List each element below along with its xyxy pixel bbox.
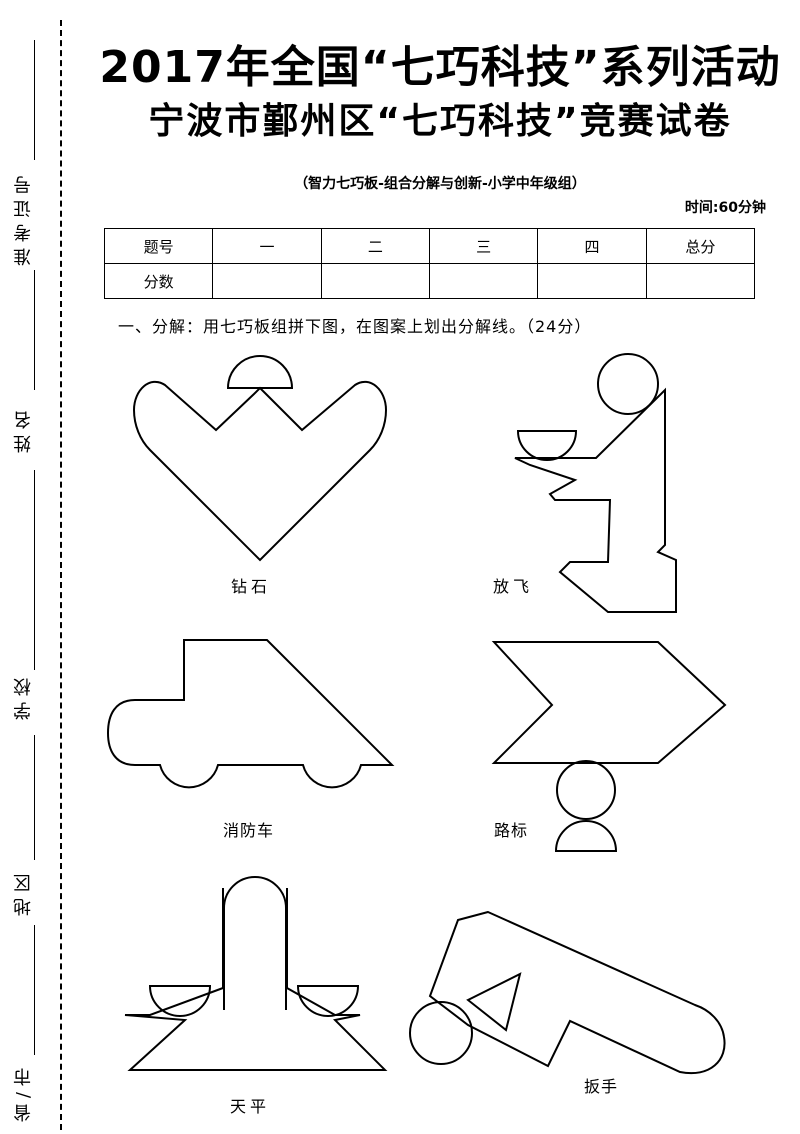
table-cell: 分数 [103, 263, 214, 299]
exam-duration: 时间:60分钟 [684, 200, 766, 216]
sidebar-write-line[interactable] [34, 925, 35, 1055]
figure-label-fire-truck: 消防车 [223, 821, 275, 840]
table-cell: 总分 [645, 228, 756, 264]
sidebar-write-line[interactable] [34, 40, 35, 160]
table-cell: 二 [320, 228, 430, 264]
sidebar-write-line[interactable] [34, 270, 35, 390]
page-title: 2017年全国“七巧科技”系列活动 [99, 42, 781, 93]
table-cell: 四 [537, 228, 647, 264]
score-table-header-row: 题号 一 二 三 四 总分 [103, 228, 756, 264]
sidebar-write-line[interactable] [34, 735, 35, 860]
score-input-cell[interactable] [212, 263, 322, 299]
binding-dashed-line [60, 20, 62, 1130]
exam-group-subtitle: （智力七巧板-组合分解与创新-小学中年级组） [294, 176, 586, 192]
figure-label-kite-flying: 放飞 [493, 577, 534, 596]
section-1-instruction: 一、分解：用七巧板组拼下图，在图案上划出分解线。（24分） [118, 317, 592, 336]
figure-label-diamond: 钻石 [231, 577, 272, 596]
figure-wrench[interactable] [409, 910, 726, 1075]
score-input-cell[interactable] [428, 263, 539, 299]
figure-label-road-sign: 路标 [494, 821, 529, 840]
score-input-cell[interactable] [645, 263, 756, 299]
figure-label-wrench: 扳手 [584, 1077, 619, 1096]
score-table: 题号 一 二 三 四 总分 分数 [103, 228, 756, 299]
figure-diamond[interactable] [132, 355, 388, 562]
score-input-cell[interactable] [320, 263, 430, 299]
figure-fire-truck[interactable] [106, 639, 395, 789]
figure-road-sign[interactable] [491, 641, 727, 852]
score-table-score-row: 分数 [103, 263, 756, 299]
figure-kite-flying[interactable] [514, 353, 677, 613]
figure-label-balance-scale: 天平 [230, 1097, 271, 1116]
page-subtitle-title: 宁波市鄞州区“七巧科技”竞赛试卷 [148, 101, 732, 142]
score-input-cell[interactable] [537, 263, 647, 299]
figure-balance-scale[interactable] [124, 876, 388, 1071]
table-cell: 题号 [103, 228, 214, 264]
sidebar-write-line[interactable] [34, 470, 35, 670]
